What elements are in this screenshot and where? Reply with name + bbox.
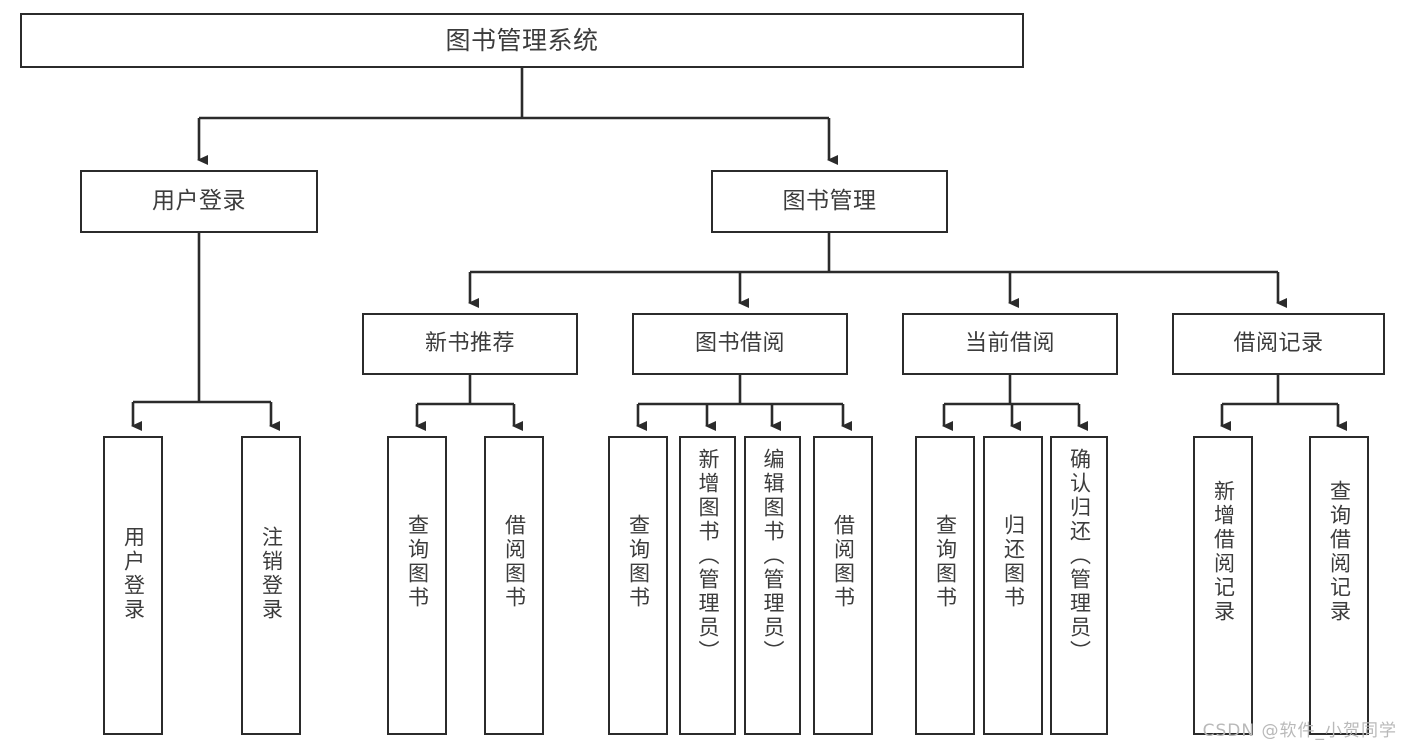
node-root-system[interactable]: 图书管理系统 <box>20 13 1024 68</box>
node-label: 注销登录 <box>259 526 284 622</box>
leaf-record-query-record[interactable]: 查询借阅记录 <box>1309 436 1369 735</box>
node-new-book-recommend[interactable]: 新书推荐 <box>362 313 578 375</box>
leaf-borrow-add-book-admin[interactable]: 新增图书（管理员） <box>679 436 736 735</box>
node-borrow-record[interactable]: 借阅记录 <box>1172 313 1385 375</box>
leaf-borrow-query-book[interactable]: 查询图书 <box>608 436 668 735</box>
node-book-borrow[interactable]: 图书借阅 <box>632 313 848 375</box>
csdn-watermark: CSDN @软件_小贺同学 <box>1202 721 1397 741</box>
node-label: 新书推荐 <box>424 331 515 357</box>
node-label: 新增借阅记录 <box>1211 480 1236 624</box>
node-label: 图书管理 <box>782 188 877 215</box>
node-label: 查询图书 <box>933 514 958 610</box>
node-label: 图书借阅 <box>694 331 785 357</box>
node-current-borrow[interactable]: 当前借阅 <box>902 313 1118 375</box>
leaf-borrow-borrow-book[interactable]: 借阅图书 <box>813 436 873 735</box>
node-label: 用户登录 <box>152 188 246 215</box>
node-label: 查询借阅记录 <box>1327 480 1352 624</box>
leaf-user-login-login[interactable]: 用户登录 <box>103 436 163 735</box>
node-label: 查询图书 <box>405 514 430 610</box>
node-label: 借阅图书 <box>831 514 856 610</box>
leaf-borrow-edit-book-admin[interactable]: 编辑图书（管理员） <box>744 436 801 735</box>
node-user-login[interactable]: 用户登录 <box>80 170 318 233</box>
leaf-user-login-logout[interactable]: 注销登录 <box>241 436 301 735</box>
leaf-current-return-book[interactable]: 归还图书 <box>983 436 1043 735</box>
node-label: 用户登录 <box>121 526 146 622</box>
node-label: 查询图书 <box>626 514 651 610</box>
node-label: 图书管理系统 <box>445 25 599 55</box>
leaf-record-add-record[interactable]: 新增借阅记录 <box>1193 436 1253 735</box>
node-book-management[interactable]: 图书管理 <box>711 170 948 233</box>
leaf-recommend-borrow-book[interactable]: 借阅图书 <box>484 436 544 735</box>
node-label: 借阅图书 <box>502 514 527 610</box>
leaf-current-confirm-return-admin[interactable]: 确认归还（管理员） <box>1050 436 1108 735</box>
node-label: 借阅记录 <box>1233 331 1324 357</box>
node-label: 确认归还（管理员） <box>1067 448 1092 664</box>
leaf-recommend-query-book[interactable]: 查询图书 <box>387 436 447 735</box>
node-label: 新增图书（管理员） <box>696 448 720 664</box>
leaf-current-query-book[interactable]: 查询图书 <box>915 436 975 735</box>
node-label: 归还图书 <box>1001 514 1026 610</box>
node-label: 编辑图书（管理员） <box>761 448 785 664</box>
node-label: 当前借阅 <box>964 331 1055 357</box>
